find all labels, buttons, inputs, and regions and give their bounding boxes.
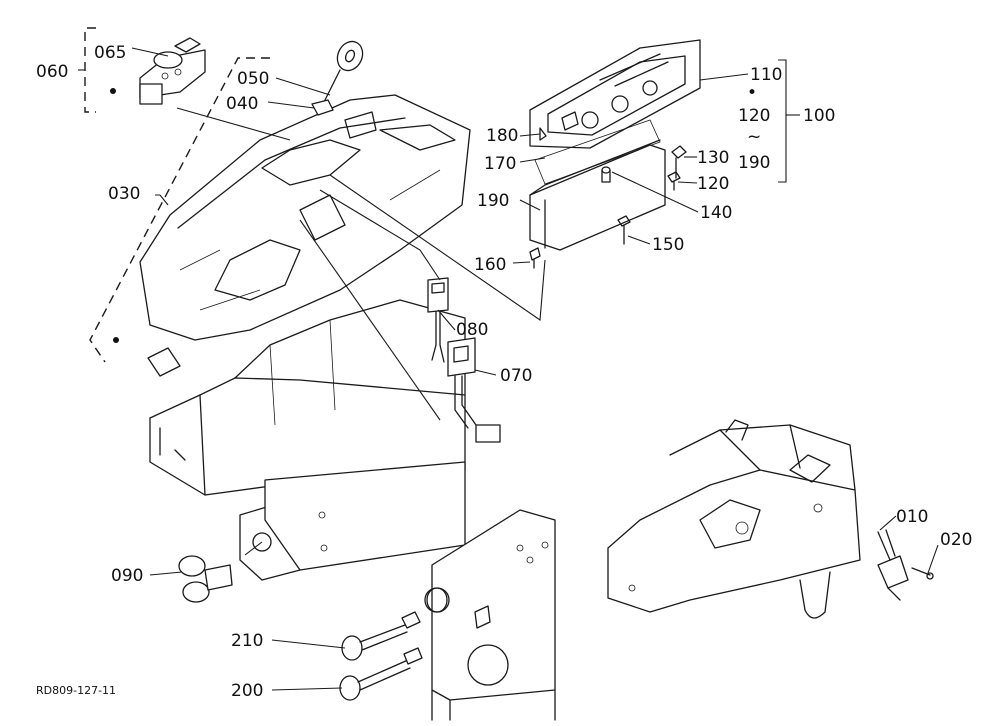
callout-170: 170: [484, 154, 516, 174]
connection-dot: [110, 88, 116, 94]
key-switch-assembly: [139, 37, 206, 105]
rear-panel-plate: [424, 509, 556, 721]
callout-040: 040: [226, 94, 258, 114]
group-bracket-100: [778, 59, 787, 183]
callout-065: 065: [94, 43, 126, 63]
callout-090: 090: [111, 566, 143, 586]
bolt-020: [911, 567, 934, 580]
group-bracket-060: [84, 27, 96, 113]
ignition-key: [311, 40, 364, 116]
callout-120: 120: [697, 174, 729, 194]
callout-110: 110: [750, 65, 782, 85]
connection-dot: [113, 337, 119, 343]
callout-010: 010: [896, 507, 928, 527]
callout-130: 130: [697, 148, 729, 168]
callout-labels: 065 060 050 040 030 080 070 090 210 200 …: [36, 43, 972, 701]
callout-100: 100: [803, 106, 835, 126]
callout-200: 200: [231, 681, 263, 701]
pedal-frame: [607, 419, 861, 619]
callout-020: 020: [940, 530, 972, 550]
callout-120-range: 120: [738, 106, 770, 126]
callout-080: 080: [456, 320, 488, 340]
callout-060: 060: [36, 62, 68, 82]
switch-connector: [147, 347, 181, 377]
callout-210: 210: [231, 631, 263, 651]
callout-150: 150: [652, 235, 684, 255]
callout-190-range: 190: [738, 153, 770, 173]
callout-190: 190: [477, 191, 509, 211]
switch-080: [427, 277, 449, 363]
callout-070: 070: [500, 366, 532, 386]
switch-070: [447, 337, 501, 443]
callout-180: 180: [486, 126, 518, 146]
callout-030: 030: [108, 184, 140, 204]
drawing-code: RD809-127-11: [36, 684, 116, 697]
callout-140: 140: [700, 203, 732, 223]
callout-160: 160: [474, 255, 506, 275]
meter-panel-assembly: [529, 39, 701, 269]
cable-200: [339, 647, 423, 701]
group-bracket-030: [89, 57, 270, 363]
power-socket-090: [178, 555, 233, 603]
leader-lines: [78, 47, 939, 691]
range-dot: •: [747, 83, 757, 103]
steering-frame: [149, 299, 466, 581]
range-tilde: ~: [747, 127, 761, 147]
callout-050: 050: [237, 69, 269, 89]
sensor-010: [877, 529, 909, 601]
console-cover: [139, 94, 471, 341]
